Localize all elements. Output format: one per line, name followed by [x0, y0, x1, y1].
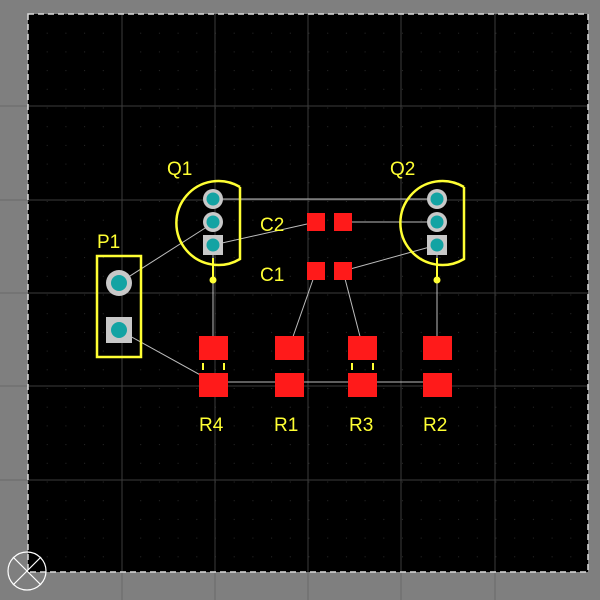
c1-pad-2[interactable] [334, 262, 352, 280]
component-r3[interactable]: R4 [199, 336, 228, 436]
origin-marker-icon [7, 551, 47, 591]
c1-pad-1[interactable] [307, 262, 325, 280]
ratsnest-lines [118, 198, 438, 383]
c2-pad-1[interactable] [307, 213, 325, 231]
r1-pad-1[interactable] [275, 336, 304, 360]
board-outline [27, 13, 589, 573]
c2-pad-2[interactable] [334, 213, 352, 231]
surround-grid [0, 105, 496, 600]
component-r4[interactable]: R3 [348, 336, 377, 436]
q1-pad-2-hole [206, 215, 220, 229]
component-q1[interactable]: Q1 [167, 159, 242, 284]
component-c1[interactable]: C1 [260, 262, 352, 286]
r3-pad-2[interactable] [199, 373, 228, 397]
r1-pad-2[interactable] [275, 373, 304, 397]
r4-designator: R3 [349, 415, 373, 436]
r4-pad-1[interactable] [348, 336, 377, 360]
component-c2[interactable]: C2 [260, 213, 352, 236]
q2-pad-3-hole [430, 192, 444, 206]
r4-pad-2[interactable] [348, 373, 377, 397]
c1-designator: C1 [260, 265, 284, 286]
r3-pad-1[interactable] [199, 336, 228, 360]
r2-pad-2[interactable] [423, 373, 452, 397]
q2-silkscreen-outline [399, 179, 466, 267]
component-r1[interactable]: R1 [274, 336, 304, 436]
q2-pad-2-hole [430, 215, 444, 229]
p1-silkscreen-outline [95, 254, 143, 359]
component-q2[interactable]: Q2 [390, 159, 466, 284]
q2-designator: Q2 [390, 159, 415, 180]
c2-designator: C2 [260, 215, 284, 236]
r2-designator: R2 [423, 415, 447, 436]
p1-pad-2-hole [111, 322, 127, 338]
component-p1[interactable]: P1 [95, 232, 143, 359]
q1-pad-1-hole [206, 238, 220, 252]
q2-pin1-dot [433, 276, 441, 284]
q2-pad-1-hole [430, 238, 444, 252]
q1-designator: Q1 [167, 159, 192, 180]
q1-silkscreen-outline [175, 179, 242, 267]
r1-designator: R1 [274, 415, 298, 436]
r3-designator: R4 [199, 415, 224, 436]
q1-pad-3-hole [206, 192, 220, 206]
p1-pad-1-hole [111, 275, 127, 291]
q1-pin1-dot [209, 276, 217, 284]
p1-designator: P1 [97, 232, 120, 253]
component-r2[interactable]: R2 [423, 336, 452, 436]
r2-pad-1[interactable] [423, 336, 452, 360]
